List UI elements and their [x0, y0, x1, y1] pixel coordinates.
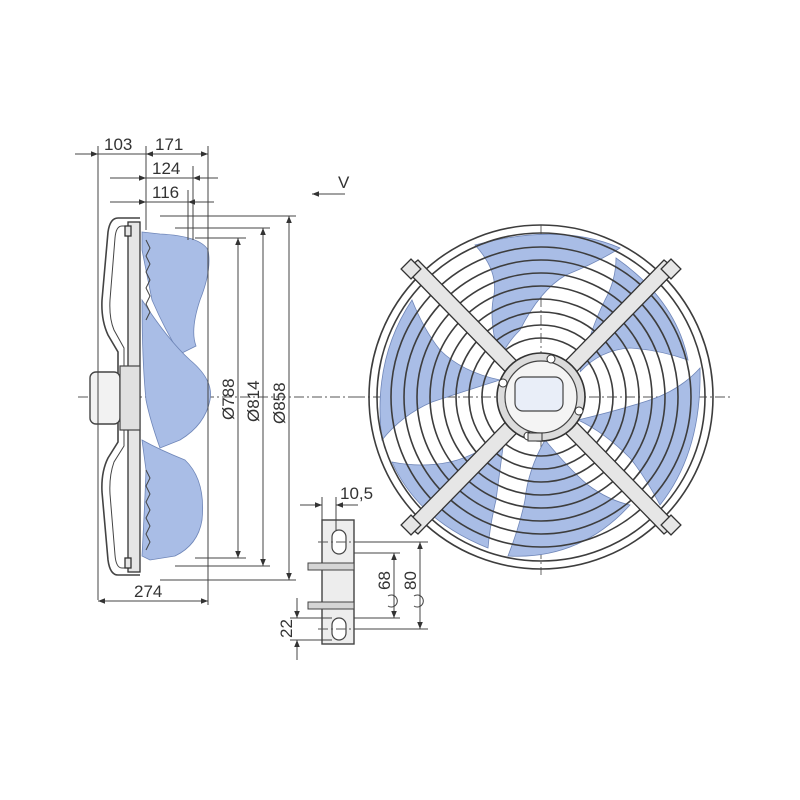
bracket-tab-top — [307, 562, 355, 571]
bracket-detail: 10,5 68 80 22 — [277, 484, 428, 660]
guard-ring-outer — [368, 224, 714, 570]
side-motor-housing — [89, 371, 121, 425]
side-ring-clamp-bottom — [124, 557, 132, 569]
bracket-tab-bottom — [307, 601, 355, 610]
cable-gland — [527, 432, 543, 442]
hub-bolt — [546, 354, 556, 364]
guard-wire — [455, 311, 627, 483]
side-blade-center — [141, 298, 211, 449]
side-blade-lower — [141, 439, 203, 561]
airflow-label: V — [338, 173, 350, 192]
strut-end-br — [660, 514, 682, 536]
dim-80-label: 80 — [401, 571, 420, 590]
dim-103-label: 103 — [104, 135, 132, 154]
dim-116-label: 116 — [152, 183, 179, 202]
hub-bolt — [574, 406, 584, 416]
guard-wire — [481, 337, 601, 457]
guard-wire — [442, 298, 640, 496]
front-view — [355, 224, 730, 575]
dim-dia-858-label: Ø858 — [270, 382, 289, 424]
guard-wire — [390, 246, 692, 548]
strut-end-tl — [400, 258, 422, 280]
side-blade-upper — [141, 231, 210, 355]
dim-dia-788-label: Ø788 — [219, 378, 238, 420]
side-view: 103 171 124 116 274 Ø788 Ø814 Ø858 — [75, 135, 360, 605]
front-blade-3 — [576, 366, 701, 506]
side-blade-serration — [145, 239, 151, 551]
slot-symbol-68 — [387, 594, 398, 608]
guard-wire — [403, 259, 679, 535]
dim-274-label: 274 — [134, 582, 162, 601]
airflow-indicator: V — [312, 173, 350, 197]
hub-bolt — [498, 378, 508, 388]
slot-symbol-80 — [413, 594, 424, 608]
guard-wires — [390, 246, 692, 548]
dim-dia-814-label: Ø814 — [244, 380, 263, 422]
dim-22-label: 22 — [277, 619, 296, 638]
guard-wire — [429, 285, 653, 509]
motor-terminal-box — [514, 376, 564, 412]
guard-wire — [468, 324, 614, 470]
front-blade-6 — [379, 299, 502, 441]
side-ring-clamp-top — [124, 225, 132, 237]
side-motor-flange — [119, 365, 141, 431]
dim-68-label: 68 — [375, 571, 394, 590]
strut-end-tr — [660, 258, 682, 280]
dim-10-5-label: 10,5 — [340, 484, 373, 503]
guard-wire — [416, 272, 666, 522]
strut-end-bl — [400, 514, 422, 536]
guard-ring-outer-2 — [376, 232, 706, 562]
dim-124-label: 124 — [152, 159, 180, 178]
dim-171-label: 171 — [155, 135, 183, 154]
